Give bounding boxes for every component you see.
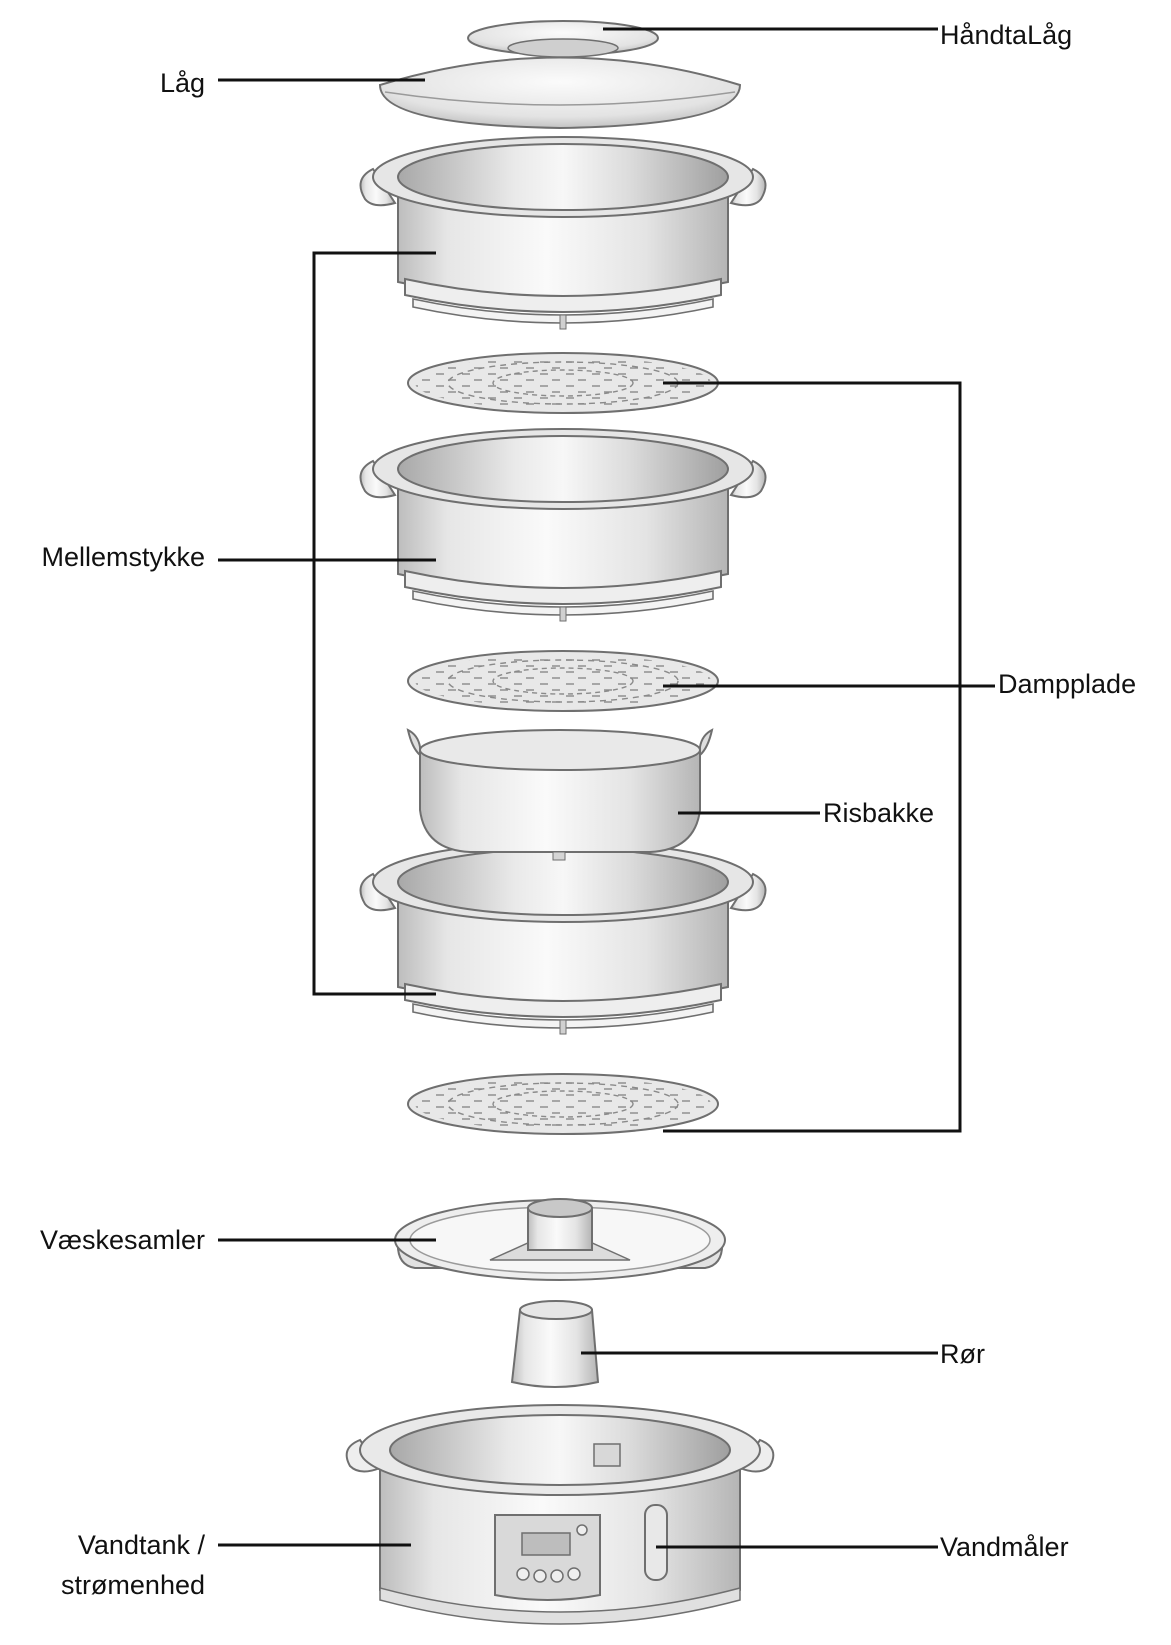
- lower-middle-piece: [359, 841, 767, 1035]
- label-water-tank-line1: Vandtank /: [78, 1530, 206, 1560]
- upper-middle-piece: [359, 136, 767, 330]
- tube-part: [510, 1300, 600, 1388]
- label-drip-tray: Væskesamler: [40, 1225, 205, 1255]
- handle-lid-part: [467, 20, 659, 58]
- steam-plate-2: [407, 650, 719, 712]
- label-water-gauge: Vandmåler: [940, 1532, 1069, 1562]
- label-middle-piece: Mellemstykke: [41, 542, 205, 572]
- leader-lines: [218, 27, 995, 1549]
- center-middle-piece: [359, 428, 767, 622]
- label-handle-lid: HåndtaLåg: [940, 20, 1072, 50]
- leader-plate-bracket: [663, 381, 962, 1133]
- steam-plate-3: [407, 1073, 719, 1135]
- label-water-tank-line2: strømenhed: [61, 1570, 205, 1600]
- lid-part: [378, 56, 742, 130]
- label-rice-bowl: Risbakke: [823, 798, 934, 828]
- leader-middle-bracket: [312, 251, 436, 996]
- label-lid: Låg: [160, 68, 205, 98]
- label-tube: Rør: [940, 1339, 985, 1369]
- rice-bowl-part: [406, 728, 714, 861]
- label-steam-plate: Dampplade: [998, 669, 1136, 699]
- drip-tray-part: [394, 1198, 726, 1281]
- water-tank-part: [345, 1404, 775, 1625]
